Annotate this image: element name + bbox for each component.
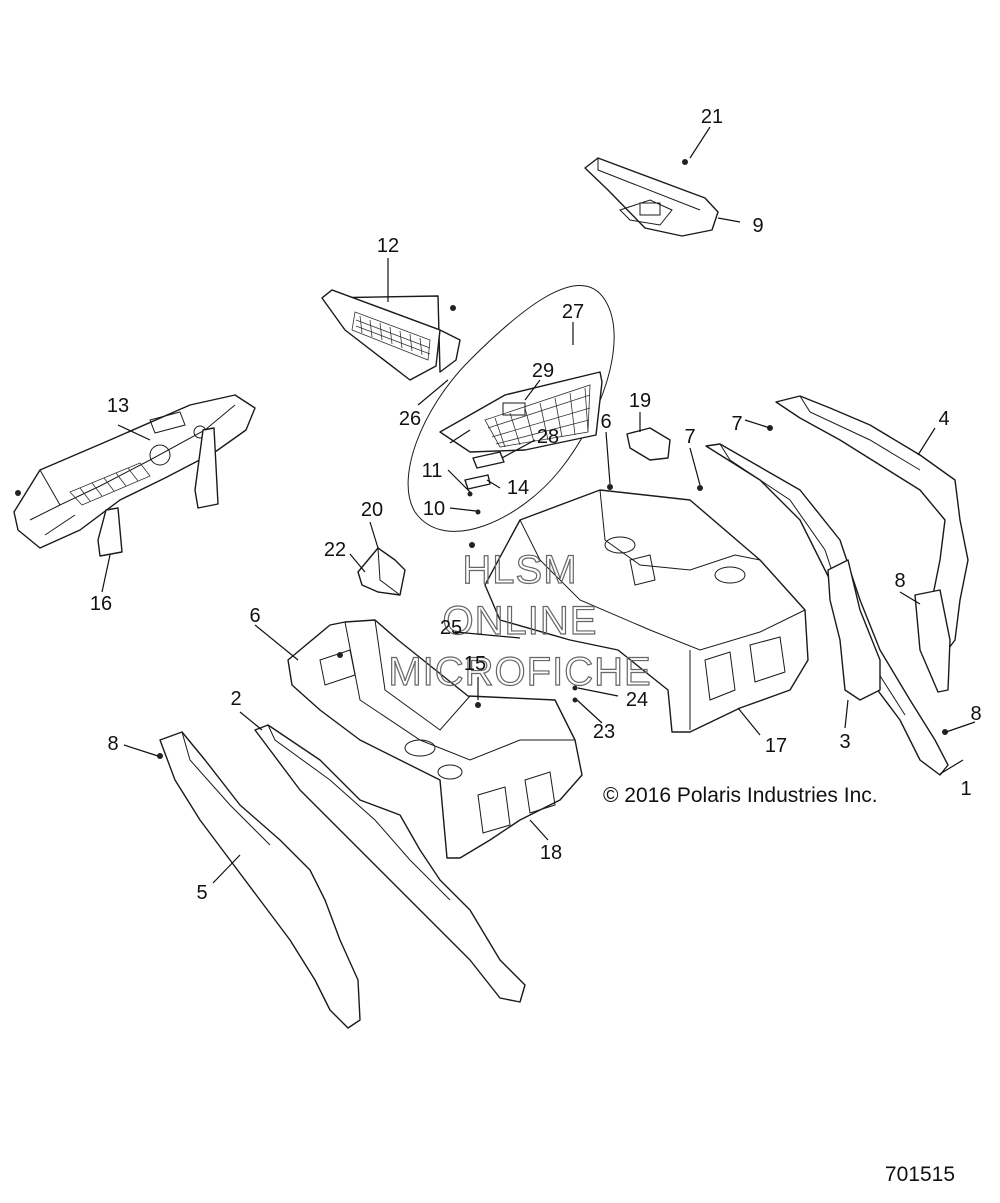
fasteners [15, 159, 948, 759]
part-17-rear-tub [484, 489, 809, 733]
callout-8-right: 8 [894, 570, 905, 592]
copyright-text: © 2016 Polaris Industries Inc. [603, 784, 878, 807]
part-12-grille-cover [321, 289, 461, 381]
part-19-bracket [626, 427, 671, 461]
watermark-line-3: MICROFICHE [388, 650, 651, 694]
callout-18: 18 [540, 842, 562, 864]
callout-17: 17 [765, 735, 787, 757]
callout-7-center: 7 [684, 426, 695, 448]
callout-6-left: 6 [249, 605, 260, 627]
callout-19: 19 [629, 390, 651, 412]
part-5-panel [159, 731, 361, 1029]
part-28-strap [472, 451, 505, 469]
callout-13: 13 [107, 395, 129, 417]
part-11-fastener [467, 491, 473, 497]
part-18-front-tub [287, 619, 583, 859]
part-13-dash-assembly [13, 394, 256, 549]
callout-29: 29 [532, 360, 554, 382]
callout-23: 23 [593, 721, 615, 743]
callout-21: 21 [701, 106, 723, 128]
watermark-line-1: HLSM [462, 548, 577, 592]
leader-lines [101, 126, 976, 884]
part-9-console [584, 157, 719, 237]
callout-9: 9 [752, 215, 763, 237]
callout-7-right: 7 [731, 413, 742, 435]
part-16-brackets [97, 427, 219, 557]
callout-6-right: 6 [600, 411, 611, 433]
callout-24: 24 [626, 689, 648, 711]
part-29-storage-net [439, 371, 603, 453]
callout-2: 2 [230, 688, 241, 710]
callout-3: 3 [839, 731, 850, 753]
callout-8-far-right: 8 [970, 703, 981, 725]
callout-4: 4 [938, 408, 949, 430]
callouts: 21 9 12 26 27 29 13 19 28 6 7 7 4 11 14 … [90, 106, 982, 904]
callout-28: 28 [537, 426, 559, 448]
callout-15: 15 [464, 653, 486, 675]
callout-26: 26 [399, 408, 421, 430]
part-4-rail [775, 395, 969, 661]
part-14-clip [464, 474, 491, 490]
callout-12: 12 [377, 235, 399, 257]
callout-14: 14 [507, 477, 529, 499]
part-20-22-bracket [357, 547, 406, 596]
part-27-assembly-outline [407, 285, 615, 532]
document-number: 701515 [885, 1163, 955, 1186]
callout-16: 16 [90, 593, 112, 615]
watermark-line-2: ONLINE [443, 599, 598, 643]
callout-20: 20 [361, 499, 383, 521]
callout-10: 10 [423, 498, 445, 520]
part-8-panel-right [914, 589, 951, 693]
callout-11: 11 [422, 460, 443, 482]
watermark: HLSM ONLINE MICROFICHE [388, 547, 652, 694]
part-2-rail [254, 724, 526, 1003]
callout-25: 25 [440, 617, 462, 639]
callout-1: 1 [960, 778, 971, 800]
callout-8-left: 8 [107, 733, 118, 755]
callout-22: 22 [324, 539, 346, 561]
callout-27: 27 [562, 301, 584, 323]
callout-5: 5 [196, 882, 207, 904]
part-3-rail [827, 559, 881, 701]
part-10-fastener [475, 509, 481, 515]
